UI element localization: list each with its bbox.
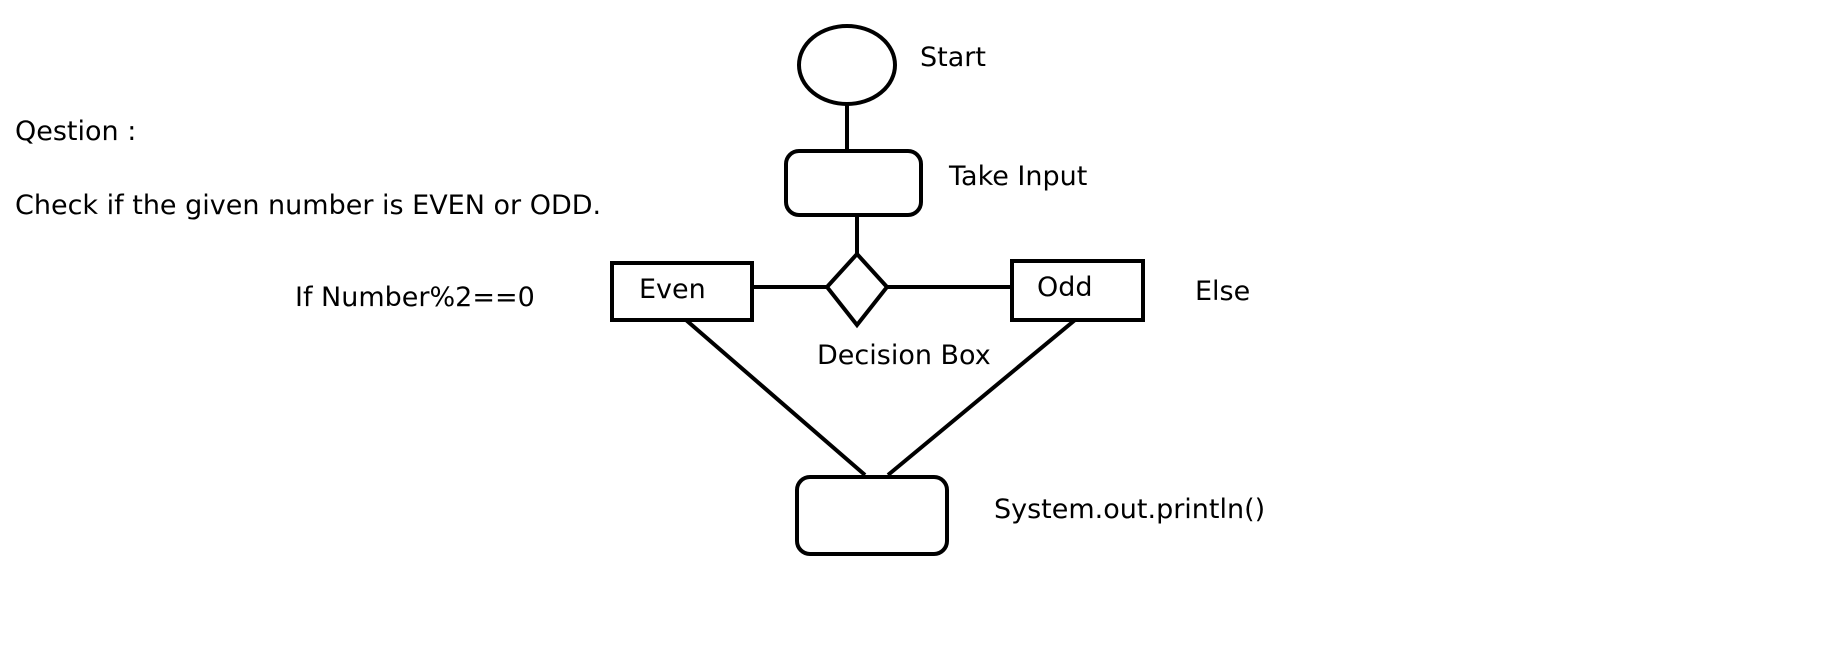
even-condition-label: If Number%2==0 [295,282,535,313]
even-box-text: Even [639,274,706,305]
decision-diamond [824,251,890,329]
connector-even-to-output [684,318,867,477]
odd-box [1010,259,1145,322]
question-text: Check if the given number is EVEN or ODD… [15,190,601,221]
output-label: System.out.println() [994,494,1265,525]
decision-label: Decision Box [817,340,991,371]
odd-box-text: Odd [1037,272,1093,303]
question-heading: Qestion : [15,116,136,147]
odd-condition-label: Else [1195,276,1250,307]
even-box [610,261,754,322]
input-box [784,149,923,217]
input-label: Take Input [948,161,1087,192]
output-box [795,475,949,556]
start-oval [797,24,897,106]
start-label: Start [920,42,986,73]
connector-odd-to-output [886,318,1077,477]
